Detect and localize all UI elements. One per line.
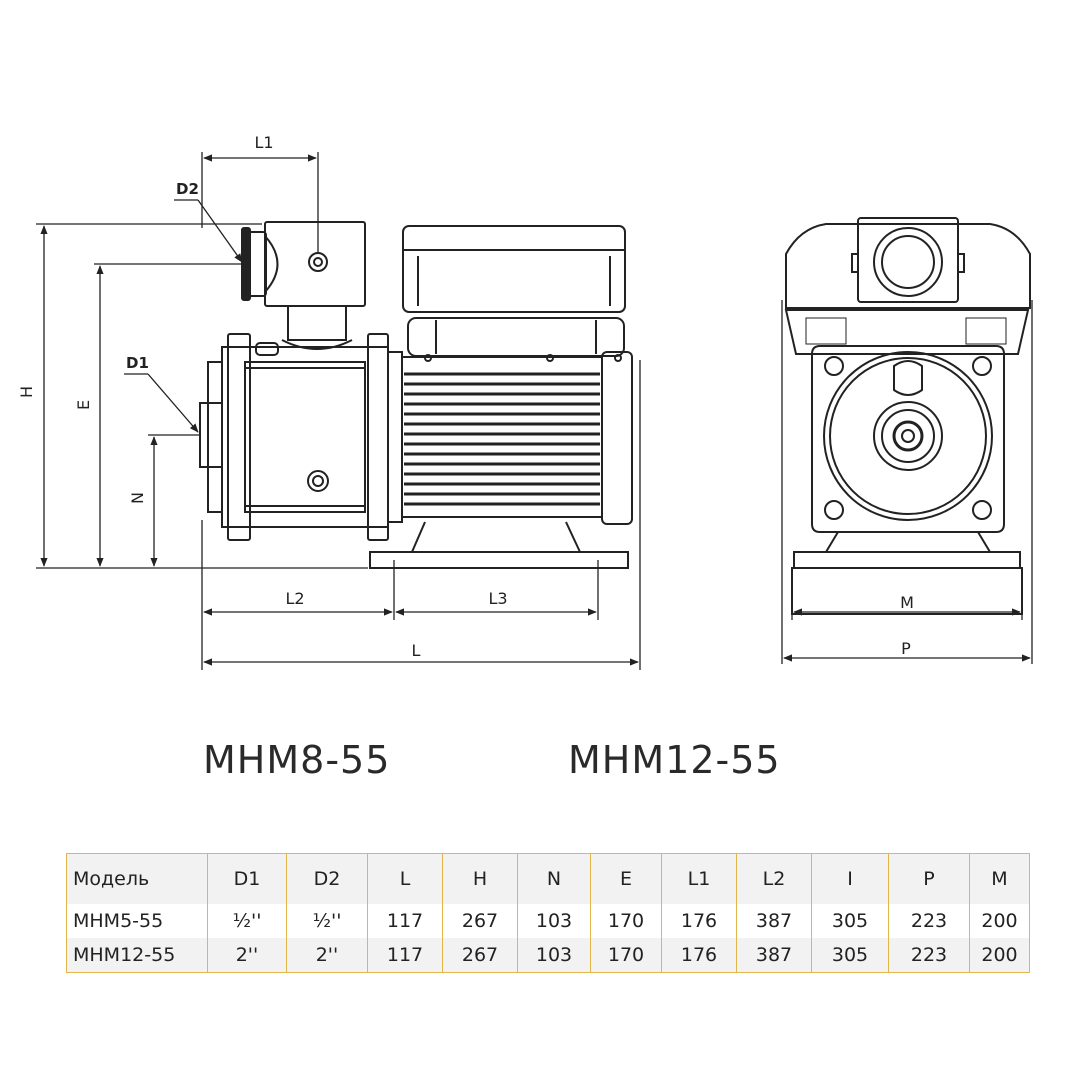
- table-header-cell: P: [888, 853, 970, 904]
- table-cell: 176: [661, 938, 737, 973]
- table-cell: 170: [590, 938, 662, 973]
- table-header-cell: N: [517, 853, 591, 904]
- side-view: [199, 221, 633, 569]
- model-title-left: MHM8-55: [203, 738, 391, 782]
- dim-label-l3: L3: [488, 589, 507, 608]
- table-header-cell: Модель: [66, 853, 208, 904]
- dim-label-d1: D1: [126, 354, 149, 372]
- dim-label-l: L: [412, 641, 421, 660]
- table-cell: ½'': [207, 904, 287, 938]
- dim-label-e: E: [74, 400, 93, 410]
- dim-label-l2: L2: [285, 589, 304, 608]
- dim-label-n: N: [128, 492, 147, 504]
- dim-label-m: M: [900, 593, 914, 612]
- table-cell: 103: [517, 938, 591, 973]
- table-cell: 117: [367, 938, 443, 973]
- table-cell: 200: [969, 904, 1030, 938]
- model-title-right: MHM12-55: [568, 738, 781, 782]
- table-header-cell: D2: [286, 853, 368, 904]
- table-header-row: Модель D1 D2 L H N E L1 L2 I P M: [66, 853, 1030, 904]
- table-header-cell: D1: [207, 853, 287, 904]
- table-cell: 200: [969, 938, 1030, 973]
- table-cell: 223: [888, 938, 970, 973]
- table-header-cell: L: [367, 853, 443, 904]
- table-cell: MHM12-55: [66, 938, 208, 973]
- table-cell: 170: [590, 904, 662, 938]
- table-cell: 387: [736, 904, 812, 938]
- spec-table: Модель D1 D2 L H N E L1 L2 I P M MHM5-55…: [66, 853, 1030, 973]
- dim-label-p: P: [901, 639, 911, 658]
- table-row: MHM12-55 2'' 2'' 117 267 103 170 176 387…: [66, 938, 1030, 973]
- table-cell: 223: [888, 904, 970, 938]
- dim-label-d2: D2: [176, 180, 199, 198]
- dim-label-h: H: [17, 386, 36, 398]
- table-header-cell: L1: [661, 853, 737, 904]
- table-cell: 117: [367, 904, 443, 938]
- table-header-cell: I: [811, 853, 889, 904]
- table-header-cell: H: [442, 853, 518, 904]
- table-cell: 305: [811, 938, 889, 973]
- table-cell: 103: [517, 904, 591, 938]
- table-header-cell: M: [969, 853, 1030, 904]
- table-cell: 2'': [207, 938, 287, 973]
- table-cell: 387: [736, 938, 812, 973]
- table-cell: 267: [442, 904, 518, 938]
- table-cell: MHM5-55: [66, 904, 208, 938]
- table-cell: ½'': [286, 904, 368, 938]
- dim-label-l1: L1: [254, 133, 273, 152]
- table-row: MHM5-55 ½'' ½'' 117 267 103 170 176 387 …: [66, 904, 1030, 938]
- table-cell: 267: [442, 938, 518, 973]
- pump-technical-drawing: L1 D2 D1 H E N L2 L3 L M P: [17, 133, 1033, 670]
- table-cell: 305: [811, 904, 889, 938]
- table-header-cell: E: [590, 853, 662, 904]
- side-view-dimensions: [36, 152, 641, 670]
- front-view: [784, 217, 1031, 615]
- table-header-cell: L2: [736, 853, 812, 904]
- table-cell: 2'': [286, 938, 368, 973]
- table-cell: 176: [661, 904, 737, 938]
- front-view-dimensions: [781, 300, 1033, 664]
